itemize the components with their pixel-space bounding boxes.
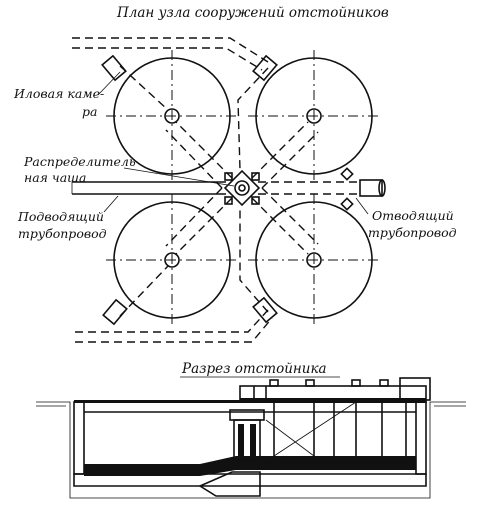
label-inlet-1: Подводящий: [17, 209, 104, 224]
section-view: [36, 377, 466, 499]
label-sludge-chamber-1: Иловая каме-: [13, 86, 104, 101]
ground-line: [36, 401, 466, 499]
plan-view: Иловая каме- ра Распределитель ная чаша …: [13, 37, 457, 343]
tank-wall-left: [73, 401, 85, 475]
sludge-chamber-ne: [252, 54, 278, 82]
label-outlet-1: Отводящий: [372, 208, 454, 223]
sludge-pipelines: [72, 37, 273, 343]
sludge-chamber-se: [252, 296, 278, 324]
plan-title: План узла сооружений отстойников: [116, 5, 389, 21]
sludge-chambers: [101, 54, 278, 326]
scraper-bridge: [239, 377, 431, 403]
distribution-bowl: [223, 169, 261, 207]
inlet-channel: [198, 471, 261, 497]
sludge-layer: [84, 456, 416, 476]
label-sludge-chamber-2: ра: [82, 104, 97, 119]
settling-tank-top-right: [248, 50, 380, 182]
outlet-pipe: [258, 167, 386, 211]
sludge-chamber-nw: [101, 54, 127, 82]
bridge-hangers: [265, 401, 407, 457]
settling-tank-top-left: [106, 50, 238, 182]
sludge-chamber-sw: [102, 298, 128, 326]
leader-lines: [97, 71, 369, 215]
settling-tank-bottom-left: [106, 194, 238, 326]
bottom-slab: [73, 473, 427, 487]
tank-wall-right: [415, 401, 427, 475]
label-outlet-2: трубопровод: [368, 225, 457, 240]
label-distributor-1: Распределитель: [23, 154, 136, 169]
inlet-pipe: [71, 181, 226, 195]
outlet-pipe-end: [359, 179, 383, 197]
label-inlet-2: трубопровод: [18, 226, 107, 241]
central-well: [233, 419, 261, 461]
settling-tank-bottom-right: [248, 194, 380, 326]
section-title: Разрез отстойника: [181, 361, 327, 377]
label-distributor-2: ная чаша: [24, 170, 86, 185]
distribution-pipes: [165, 121, 319, 255]
